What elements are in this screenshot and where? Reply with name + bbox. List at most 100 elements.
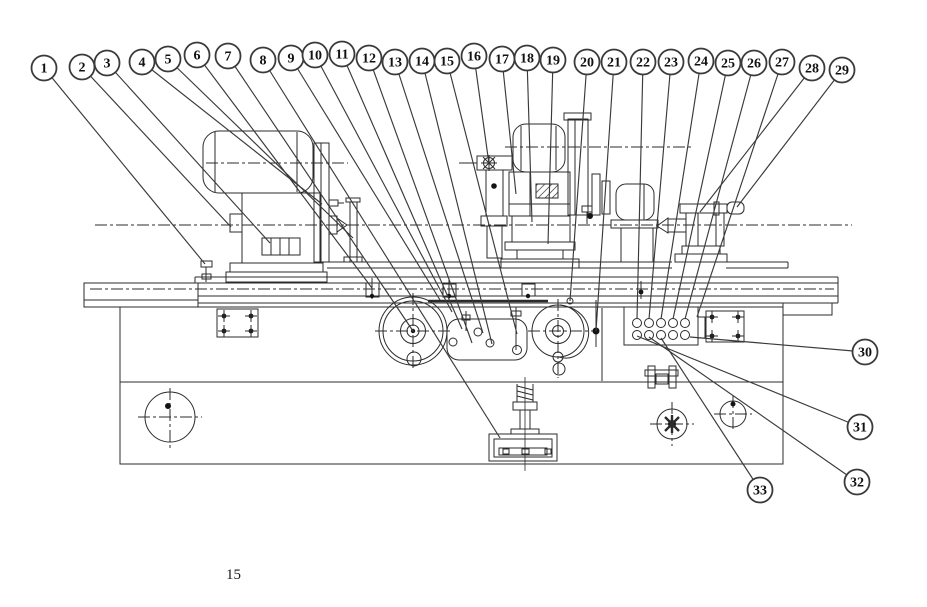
callout-circle (828, 56, 856, 84)
callout-6: 6 (183, 41, 373, 289)
callout-20: 20 (569, 48, 601, 302)
callout-15: 15 (433, 47, 518, 335)
callout-25: 25 (672, 49, 742, 320)
callout-circle (798, 54, 826, 82)
callout-23: 23 (648, 48, 685, 320)
leader-line (314, 54, 453, 313)
leader-line (569, 61, 588, 302)
callout-number: 22 (636, 56, 650, 71)
callout-number: 14 (415, 55, 429, 70)
callout-number: 23 (664, 56, 678, 71)
leader-line (141, 61, 323, 205)
callout-circle (30, 54, 58, 82)
callout-14: 14 (408, 47, 493, 345)
callout-number: 29 (835, 64, 849, 79)
headstock-group (200, 130, 363, 283)
callout-24: 24 (660, 47, 715, 320)
bolt-plate-left (216, 308, 259, 338)
callout-number: 26 (747, 57, 761, 72)
leader-line (672, 62, 729, 320)
callout-31: 31 (636, 335, 874, 441)
callout-number: 10 (308, 49, 322, 64)
callout-number: 18 (520, 52, 534, 67)
leader-line (81, 66, 232, 228)
callout-number: 17 (495, 53, 509, 68)
callout-4: 4 (128, 48, 323, 205)
callout-circle (214, 42, 242, 70)
callout-number: 5 (165, 53, 172, 68)
callout-19: 19 (539, 46, 567, 245)
table-lock-bolt (200, 260, 213, 282)
callout-circle (460, 42, 488, 70)
leader-line (636, 335, 861, 428)
callout-number: 3 (104, 57, 111, 72)
callout-29: 29 (736, 56, 856, 208)
callout-22: 22 (629, 48, 657, 320)
callout-circle (714, 49, 742, 77)
callout-number: 2 (79, 61, 86, 76)
control-knob-panel (623, 306, 706, 346)
leader-line (421, 60, 493, 345)
bed-and-base (119, 306, 784, 465)
callout-circle (657, 48, 685, 76)
table-bolt (638, 281, 644, 299)
leader-line (636, 61, 644, 320)
callout-13: 13 (381, 48, 484, 334)
callout-number: 30 (858, 346, 872, 361)
leader-line (689, 336, 866, 353)
callout-number: 24 (694, 55, 708, 70)
leader-line (368, 57, 473, 344)
callout-8: 8 (249, 46, 501, 439)
callout-number: 7 (225, 50, 232, 65)
callout-circle (183, 41, 211, 69)
callout-circle (154, 45, 182, 73)
table-handwheel (375, 293, 451, 371)
callout-circle (687, 47, 715, 75)
callout-10: 10 (301, 41, 453, 313)
centerlines (90, 146, 852, 290)
wheelhead-group (459, 112, 659, 269)
inspection-hole (138, 388, 202, 448)
tailstock-body (685, 212, 717, 247)
callout-number: 20 (580, 56, 594, 71)
callout-circle (128, 48, 156, 76)
callout-number: 31 (853, 421, 867, 436)
callout-number: 15 (440, 55, 454, 70)
leader-line (526, 57, 533, 223)
callout-circle (93, 49, 121, 77)
callout-3: 3 (93, 49, 271, 244)
callout-number: 32 (850, 476, 864, 491)
page-number: 15 (226, 567, 241, 583)
leader-line (290, 57, 441, 301)
apron-panel (446, 307, 528, 361)
callout-18: 18 (513, 44, 541, 223)
leader-line (446, 60, 518, 335)
callout-33: 33 (660, 337, 774, 504)
callout-circle (740, 49, 768, 77)
callout-30: 30 (689, 336, 879, 366)
work-table (83, 261, 839, 316)
callout-circle (843, 468, 871, 496)
callout-number: 19 (546, 54, 560, 69)
leader-line (699, 67, 813, 213)
callout-number: 6 (194, 49, 201, 64)
foot-pedal (488, 377, 558, 471)
callout-number: 11 (335, 48, 348, 63)
leader-line (341, 53, 463, 330)
callout-number: 27 (775, 56, 789, 71)
callout-1: 1 (30, 54, 206, 265)
callout-number: 13 (388, 56, 402, 71)
callout-circle (381, 48, 409, 76)
callout-12: 12 (355, 44, 473, 344)
wheelhead-column (567, 118, 589, 216)
table-clamp (521, 283, 536, 299)
bed-details (138, 306, 752, 471)
leader-line (473, 55, 490, 165)
callout-number: 4 (139, 56, 146, 71)
callout-circle (433, 47, 461, 75)
leader-line (648, 61, 672, 320)
callout-circle (851, 338, 879, 366)
callout-21: 21 (595, 48, 628, 332)
